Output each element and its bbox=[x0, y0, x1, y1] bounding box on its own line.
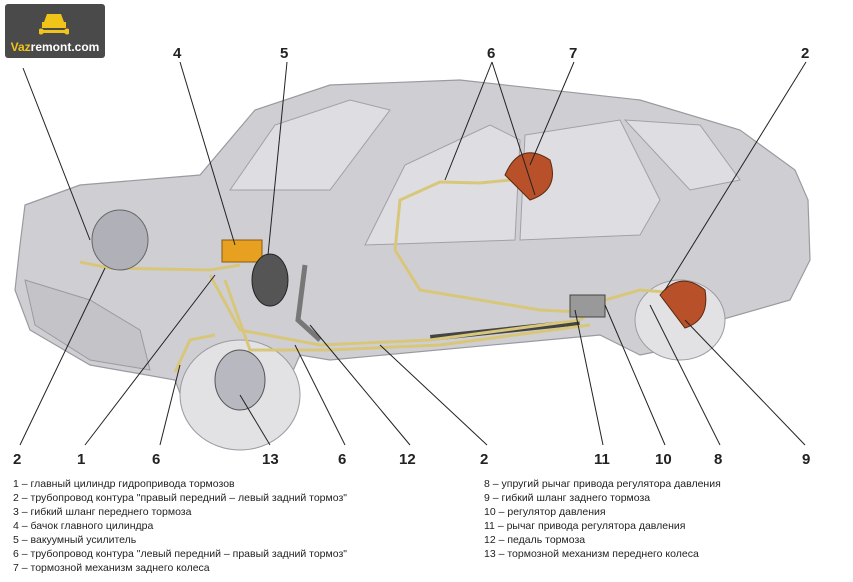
vazremont-logo[interactable]: Vazremont.com bbox=[5, 4, 105, 58]
front-left-brake-disc bbox=[91, 209, 149, 271]
callout-bottom-10: 10 bbox=[655, 451, 672, 468]
side-window-rear bbox=[519, 119, 661, 241]
reservoir bbox=[221, 239, 263, 263]
callout-bottom-6: 6 bbox=[152, 451, 160, 468]
legend-item-9: 9 – гибкий шланг заднего тормоза bbox=[484, 492, 651, 504]
legend-item-13: 13 – тормозной механизм переднего колеса bbox=[484, 548, 699, 560]
front-right-brake-disc bbox=[214, 349, 266, 411]
side-window-front bbox=[364, 124, 521, 246]
callout-bottom-12: 12 bbox=[399, 451, 416, 468]
brake-pedal bbox=[295, 264, 322, 342]
logo-prefix: Vaz bbox=[10, 40, 31, 54]
windshield bbox=[229, 99, 391, 191]
callout-top-4: 4 bbox=[173, 45, 182, 62]
logo-text: Vazremont.com bbox=[5, 40, 105, 54]
callout-bottom-1: 1 bbox=[77, 451, 85, 468]
callout-bottom-9: 9 bbox=[802, 451, 810, 468]
callout-numbers: 4 5 6 7 2 2 1 6 13 6 12 2 11 10 8 9 bbox=[13, 45, 810, 468]
logo-suffix: remont.com bbox=[30, 40, 100, 54]
legend-item-2: 2 – трубопровод контура "правый передний… bbox=[13, 492, 348, 504]
callout-top-2: 2 bbox=[801, 45, 809, 62]
car-wrench-icon bbox=[39, 14, 69, 35]
callout-bottom-2b: 2 bbox=[480, 451, 488, 468]
callout-bottom-8: 8 bbox=[714, 451, 722, 468]
leader-lines bbox=[19, 61, 807, 446]
callout-top-7: 7 bbox=[569, 45, 577, 62]
car-illustration: 4 5 6 7 2 2 1 6 13 6 12 2 11 10 8 9 bbox=[13, 45, 811, 468]
rear-right-brake-drum bbox=[659, 280, 707, 329]
vacuum-booster bbox=[251, 253, 289, 307]
legend-right: 8 – упругий рычаг привода регулятора дав… bbox=[484, 477, 721, 561]
legend-item-1: 1 – главный цилиндр гидропривода тормозо… bbox=[13, 478, 235, 490]
legend-item-3: 3 – гибкий шланг переднего тормоза bbox=[13, 506, 192, 518]
pressure-regulator bbox=[569, 294, 606, 318]
callout-top-6: 6 bbox=[487, 45, 495, 62]
legend-left: 1 – главный цилиндр гидропривода тормозо… bbox=[13, 477, 347, 575]
legend-item-8: 8 – упругий рычаг привода регулятора дав… bbox=[484, 478, 721, 490]
legend-item-11: 11 – рычаг привода регулятора давления bbox=[484, 520, 686, 532]
callout-bottom-2: 2 bbox=[13, 451, 21, 468]
legend-item-12: 12 – педаль тормоза bbox=[484, 534, 586, 546]
legend-item-4: 4 – бачок главного цилиндра bbox=[13, 520, 154, 532]
rear-window bbox=[623, 119, 741, 191]
callout-top-5: 5 bbox=[280, 45, 288, 62]
legend-item-7: 7 – тормозной механизм заднего колеса bbox=[13, 562, 210, 574]
callout-bottom-11: 11 bbox=[594, 451, 610, 468]
legend-item-5: 5 – вакуумный усилитель bbox=[13, 534, 137, 546]
callout-bottom-13: 13 bbox=[262, 451, 279, 468]
legend-item-10: 10 – регулятор давления bbox=[484, 506, 606, 518]
callout-bottom-6b: 6 bbox=[338, 451, 346, 468]
legend-item-6: 6 – трубопровод контура "левый передний … bbox=[13, 548, 348, 560]
